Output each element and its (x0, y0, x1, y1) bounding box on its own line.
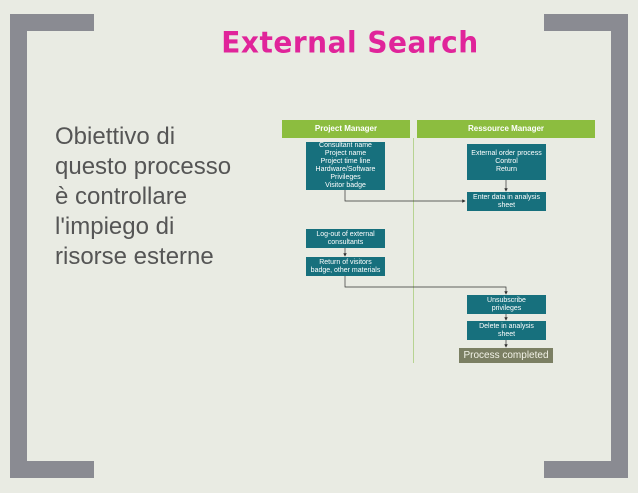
step-text: External order process (471, 150, 542, 157)
step-text: Control (495, 158, 518, 165)
right-bracket-vertical (611, 14, 628, 478)
body-line: l'impiego di (55, 213, 175, 240)
step-consultant-info: Consultant name Project name Project tim… (306, 142, 385, 190)
step-external-order: External order process Control Return (467, 144, 546, 180)
step-return-badge: Return of visitors badge, other material… (306, 257, 385, 276)
step-text: Unsubscribe (487, 296, 526, 304)
body-text: Obiettivo di questo processo è controlla… (55, 122, 255, 272)
step-text: Visitor badge (325, 182, 366, 189)
left-bracket-bottom (10, 461, 94, 478)
slide-title: External Search (221, 25, 479, 60)
step-text: Log-out of external (316, 230, 375, 238)
step-logout: Log-out of external consultants (306, 229, 385, 248)
step-text: consultants (327, 238, 364, 246)
step-text: badge, other materials (310, 266, 381, 274)
step-text: sheet (497, 201, 516, 209)
step-text: Privileges (330, 174, 361, 181)
process-completed-terminal: Process completed (459, 348, 553, 363)
lane-header-project-manager: Project Manager (282, 120, 410, 138)
step-text: sheet (497, 330, 516, 338)
step-text: privileges (491, 304, 522, 312)
step-text: Hardware/Software (315, 166, 376, 173)
body-line: questo processo (55, 153, 232, 180)
step-text: Delete in analysis (479, 322, 534, 330)
step-text: Return of visitors (319, 258, 372, 266)
body-line: risorse esterne (55, 243, 214, 270)
lane-divider (413, 138, 414, 363)
step-text: Return (495, 166, 517, 173)
step-enter-data: Enter data in analysis sheet (467, 192, 546, 211)
lane-header-ressource-manager: Ressource Manager (417, 120, 595, 138)
left-bracket-vertical (10, 14, 27, 478)
body-line: è controllare (55, 183, 188, 210)
step-delete: Delete in analysis sheet (467, 321, 546, 340)
step-text: Project time line (320, 158, 371, 165)
body-line: Obiettivo di (55, 123, 176, 150)
right-bracket-top (544, 14, 628, 31)
left-bracket-top (10, 14, 94, 31)
right-bracket-bottom (544, 461, 628, 478)
step-text: Enter data in analysis (473, 193, 540, 201)
step-text: Consultant name (319, 142, 372, 149)
step-text: Project name (324, 150, 367, 157)
step-unsubscribe: Unsubscribe privileges (467, 295, 546, 314)
